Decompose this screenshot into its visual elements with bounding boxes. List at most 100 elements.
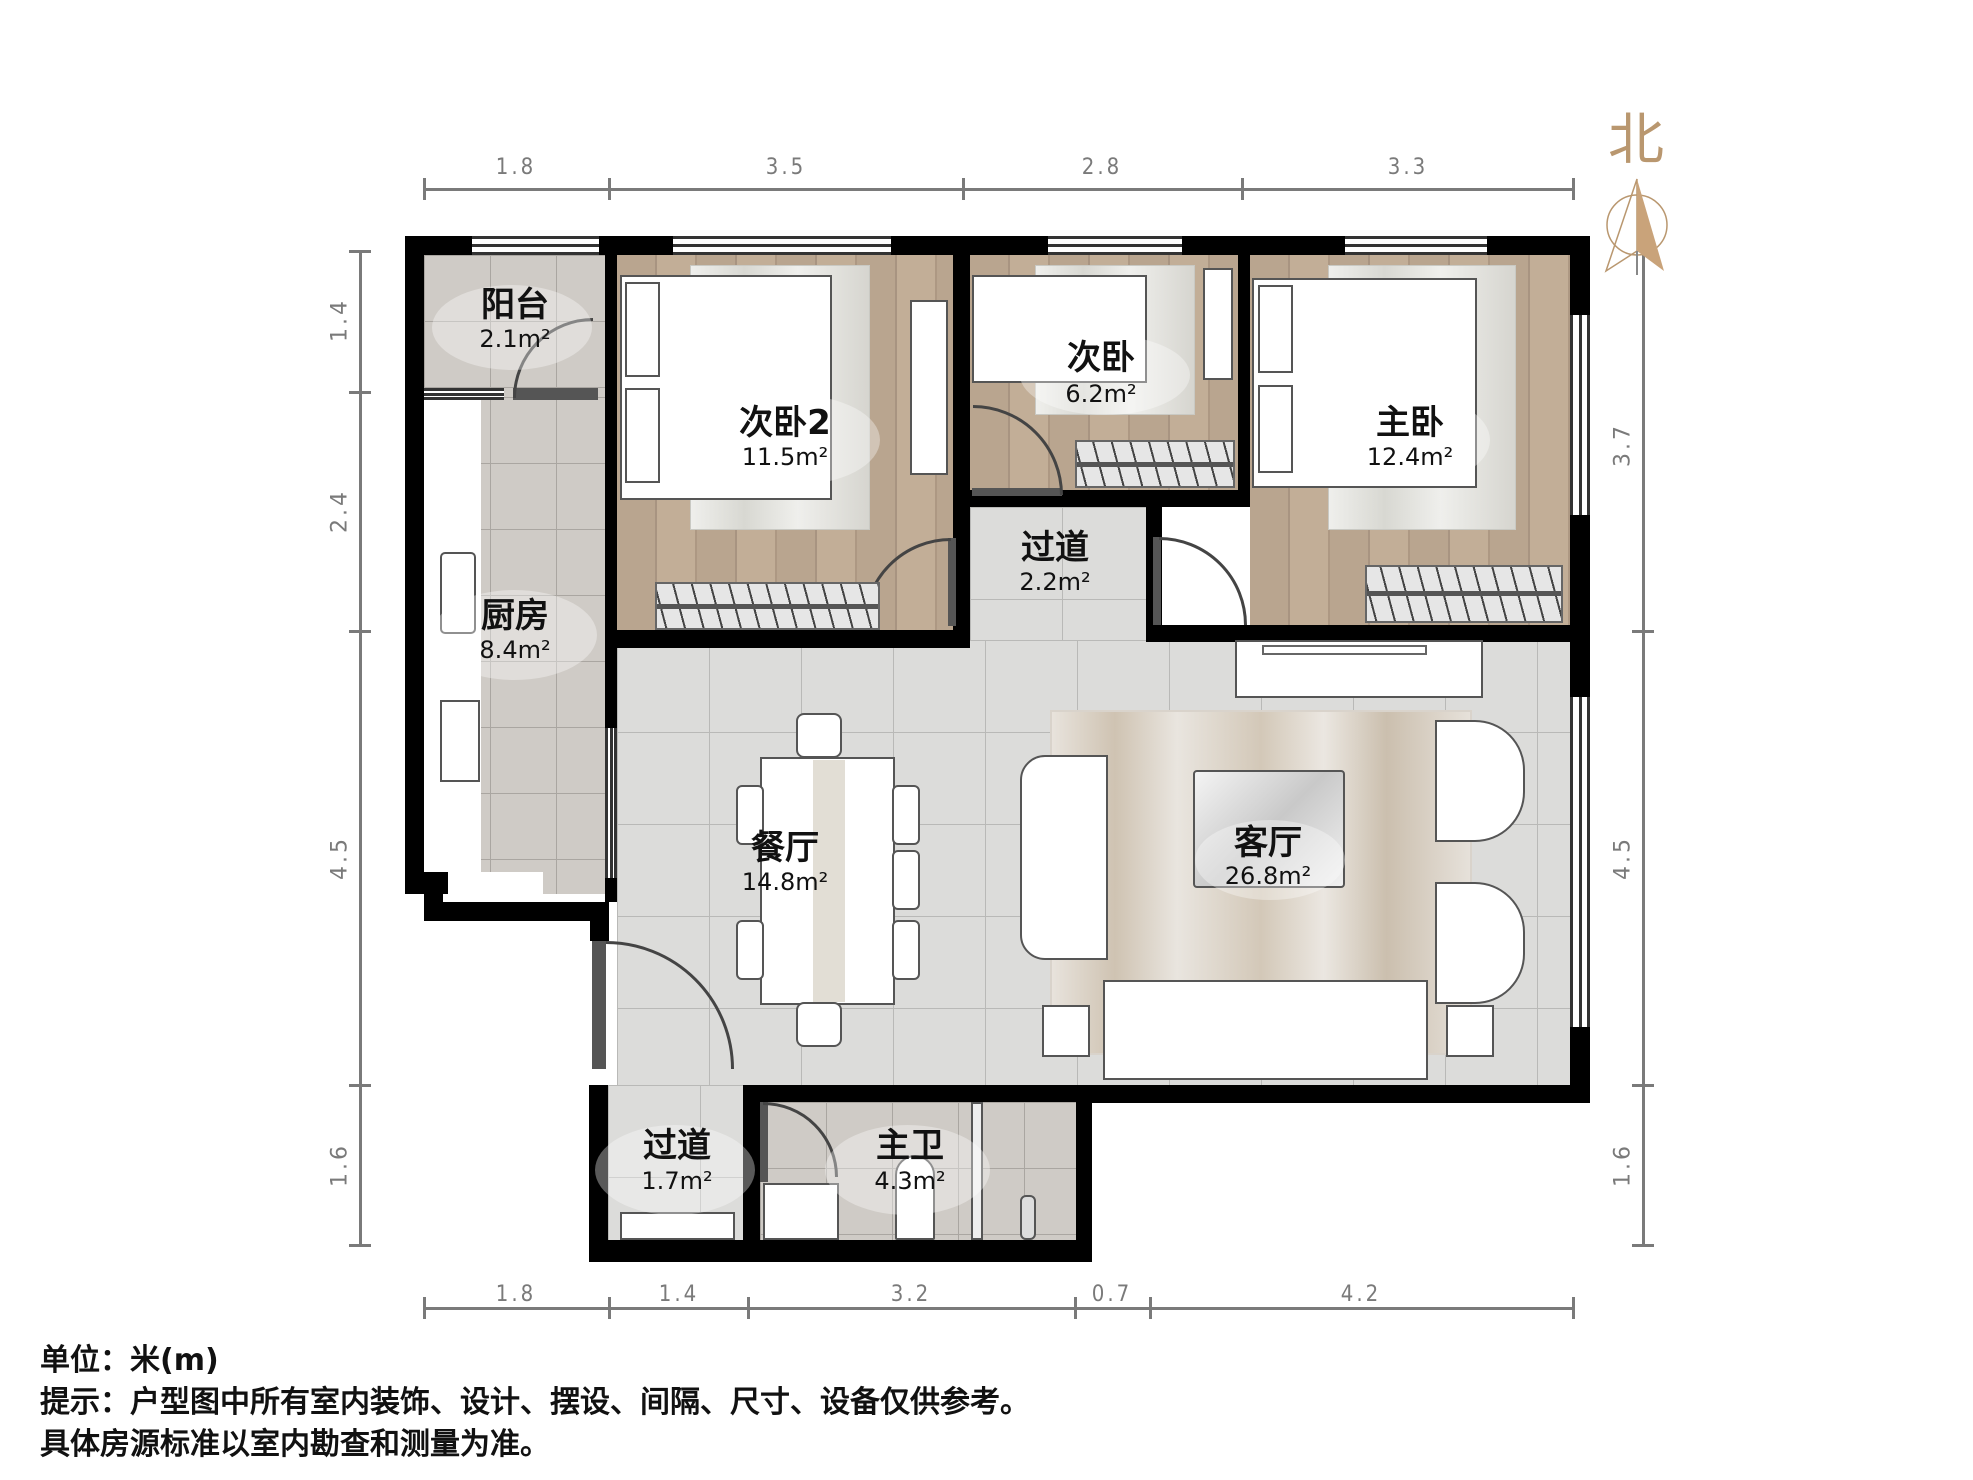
room-name: 过道 xyxy=(1021,528,1089,568)
dimension-label: 3.5 xyxy=(765,155,807,180)
dimension-label: 4.5 xyxy=(327,836,353,880)
lounge-chair xyxy=(1435,720,1525,842)
kitchen-counter xyxy=(424,397,481,872)
window-kitchen-pass xyxy=(605,728,617,878)
disclaimer-note: 具体房源标准以室内勘查和测量为准。 xyxy=(40,1427,550,1462)
dimension-label: 2.4 xyxy=(327,489,353,533)
dimension-label: 3.7 xyxy=(1610,423,1636,467)
bedroom2-desk xyxy=(910,300,948,475)
toilet-icon xyxy=(895,1155,935,1240)
left-dimension-line xyxy=(359,251,362,1245)
master-bedroom-door[interactable] xyxy=(1153,537,1161,625)
wall-lower-corridor-left xyxy=(589,1085,608,1262)
north-arrow-icon xyxy=(1604,178,1668,275)
dimension-tick xyxy=(1632,1244,1654,1247)
dimension-label: 4.5 xyxy=(1610,836,1636,880)
wall-left xyxy=(405,236,424,894)
dining-chair xyxy=(736,785,764,845)
window-balcony xyxy=(472,236,599,255)
room-area: 2.2m² xyxy=(1019,568,1091,596)
footer-notes: 单位：米(m) 提示：户型图中所有室内装饰、设计、摆设、间隔、尺寸、设备仅供参考… xyxy=(40,1340,1030,1466)
room-name: 阳台 xyxy=(481,285,549,325)
label-bubble xyxy=(595,1125,755,1215)
second-bedroom-shelf xyxy=(1203,268,1233,380)
entrance-door[interactable] xyxy=(592,941,606,1069)
room-name: 主卫 xyxy=(876,1126,944,1166)
armchair-sofa xyxy=(1020,755,1108,960)
dimension-label: 1.4 xyxy=(658,1282,700,1307)
dining-chair xyxy=(736,920,764,980)
bedroom2-door[interactable] xyxy=(948,538,956,626)
wall-bathroom-left xyxy=(743,1085,760,1240)
room-area: 2.1m² xyxy=(479,325,551,353)
lounge-chair xyxy=(1435,882,1525,1004)
bottom-dimension-line xyxy=(424,1307,1573,1310)
right-dimension-line xyxy=(1642,251,1645,1245)
dimension-label: 1.8 xyxy=(495,155,537,180)
dimension-tick xyxy=(1572,1297,1575,1319)
dimension-tick xyxy=(1241,178,1244,200)
dining-chair xyxy=(796,713,842,758)
window-second-bedroom xyxy=(1048,236,1182,255)
second-bedroom-bed xyxy=(972,275,1147,383)
wall-second-master xyxy=(1238,236,1250,498)
room-name: 餐厅 xyxy=(751,828,819,868)
dimension-label: 0.7 xyxy=(1091,1282,1133,1307)
label-bubble xyxy=(432,285,592,370)
pillow xyxy=(625,282,660,377)
dining-chair xyxy=(892,785,920,845)
dining-chair xyxy=(892,920,920,980)
dimension-tick xyxy=(1149,1297,1152,1319)
side-table xyxy=(1446,1005,1494,1057)
tv-icon xyxy=(1262,645,1427,655)
dimension-tick xyxy=(608,1297,611,1319)
dimension-label: 3.2 xyxy=(890,1282,932,1307)
dimension-tick xyxy=(1074,1297,1077,1319)
wall-bathroom-top xyxy=(743,1085,1076,1102)
window-master-bedroom xyxy=(1345,236,1487,255)
north-label: 北 xyxy=(1608,108,1664,173)
room-area: 6.2m² xyxy=(1065,380,1137,408)
dimension-tick xyxy=(349,391,371,394)
wall-bedroom2-right xyxy=(953,236,970,648)
dimension-label: 2.8 xyxy=(1081,155,1123,180)
room-name: 过道 xyxy=(643,1126,711,1166)
wall-bathroom-right xyxy=(1076,1085,1092,1262)
label-bubble xyxy=(1330,395,1490,485)
window-bedroom2 xyxy=(673,236,891,255)
dimension-tick xyxy=(349,1244,371,1247)
dining-chair xyxy=(796,1002,842,1047)
shower-screen xyxy=(971,1102,983,1240)
pillow xyxy=(1258,285,1293,373)
hint-note: 提示：户型图中所有室内装饰、设计、摆设、间隔、尺寸、设备仅供参考。 xyxy=(40,1385,1030,1420)
label-bubble xyxy=(432,590,597,680)
wall-kitchen-step xyxy=(405,872,448,894)
dimension-label: 1.6 xyxy=(1610,1143,1636,1187)
second-bedroom-wardrobe xyxy=(1075,440,1235,488)
label-bubble xyxy=(1195,820,1345,900)
wall-living-bottom xyxy=(1092,1085,1590,1103)
shoe-cabinet xyxy=(620,1212,735,1240)
wall-entry-stub xyxy=(590,921,609,941)
room-area: 14.8m² xyxy=(741,868,829,896)
stove-icon xyxy=(440,700,480,782)
wall-master-bottom xyxy=(1146,625,1590,642)
sink-icon xyxy=(440,552,476,634)
master-wardrobe xyxy=(1365,565,1563,623)
dimension-tick xyxy=(747,1297,750,1319)
wall-bathroom-bottom xyxy=(589,1240,1092,1262)
sofa xyxy=(1103,980,1428,1080)
dimension-label: 4.2 xyxy=(1340,1282,1382,1307)
dimension-tick xyxy=(1572,178,1575,200)
bedroom2-wardrobe xyxy=(655,582,880,630)
room-name: 主卧 xyxy=(1376,403,1444,443)
room-area: 12.4m² xyxy=(1366,443,1454,471)
table-runner xyxy=(813,760,845,1002)
dimension-tick xyxy=(349,1084,371,1087)
room-area: 26.8m² xyxy=(1224,862,1312,890)
window-master-side xyxy=(1570,315,1590,515)
dimension-label: 1.6 xyxy=(327,1143,353,1187)
dimension-tick xyxy=(1632,630,1654,633)
side-table xyxy=(1042,1005,1090,1057)
pillow xyxy=(1258,385,1293,473)
